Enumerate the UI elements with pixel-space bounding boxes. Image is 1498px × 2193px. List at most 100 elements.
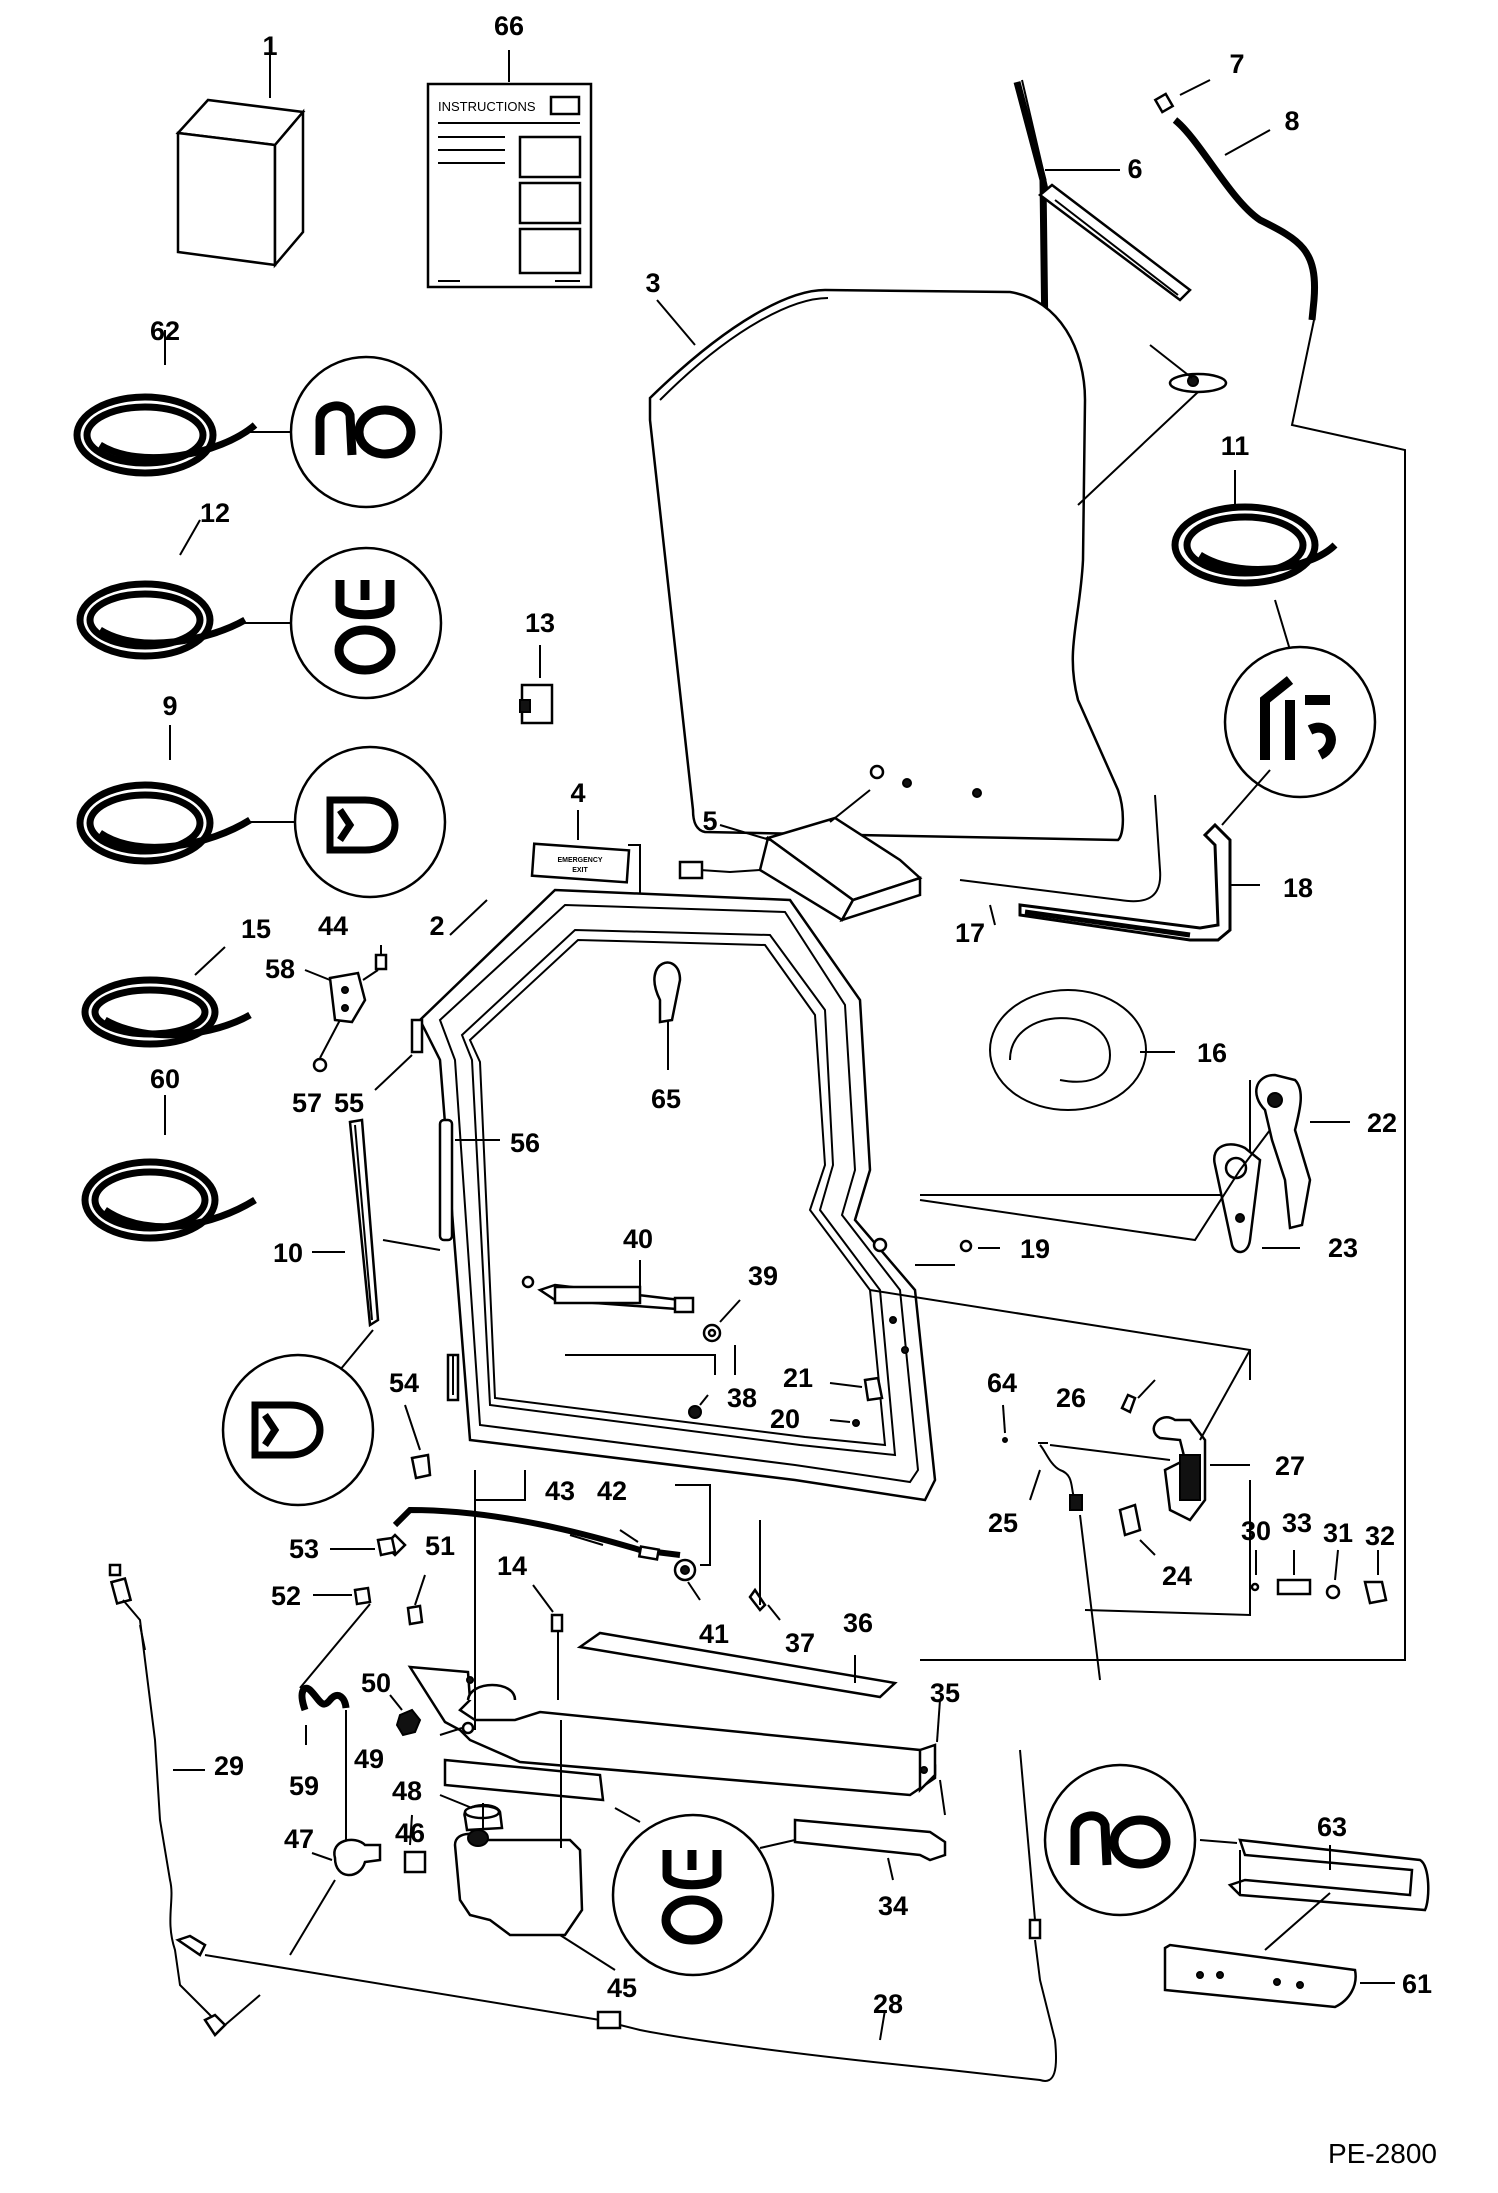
callout-54: 54 xyxy=(389,1368,419,1398)
part-bottom-pan xyxy=(407,1470,946,1816)
callout-27: 27 xyxy=(1275,1451,1305,1481)
callout-59: 59 xyxy=(289,1771,319,1801)
callout-48: 48 xyxy=(392,1776,422,1806)
callout-38: 38 xyxy=(727,1383,757,1413)
callout-6: 6 xyxy=(1127,154,1142,184)
part-gas-strut xyxy=(521,1239,1000,1427)
drawing-code: PE-2800 xyxy=(1328,2138,1437,2169)
callout-56: 56 xyxy=(510,1128,540,1158)
decal-line2: EXIT xyxy=(572,867,588,874)
coil-12 xyxy=(76,519,443,700)
callout-60: 60 xyxy=(150,1064,180,1094)
callout-24: 24 xyxy=(1162,1561,1192,1591)
part-wiper xyxy=(1013,79,1228,394)
callout-41: 41 xyxy=(699,1619,729,1649)
callout-33: 33 xyxy=(1282,1508,1312,1538)
part-clip xyxy=(404,1404,432,1480)
callout-37: 37 xyxy=(785,1628,815,1658)
part-glass xyxy=(648,288,1199,842)
callout-18: 18 xyxy=(1283,873,1313,903)
callout-45: 45 xyxy=(607,1973,637,2003)
callout-34: 34 xyxy=(878,1891,908,1921)
coil-15 xyxy=(81,946,252,1048)
part-seal-strips xyxy=(443,1758,947,1977)
part-switch xyxy=(519,645,554,725)
callout-35: 35 xyxy=(930,1678,960,1708)
callout-7: 7 xyxy=(1229,49,1244,79)
callout-39: 39 xyxy=(748,1261,778,1291)
part-washer-hose xyxy=(1153,79,1319,321)
callout-20: 20 xyxy=(770,1404,800,1434)
callout-31: 31 xyxy=(1323,1518,1353,1548)
part-hinge xyxy=(304,945,388,1073)
callout-55: 55 xyxy=(334,1088,364,1118)
callout-63: 63 xyxy=(1317,1812,1347,1842)
callout-47: 47 xyxy=(284,1824,314,1854)
callout-11: 11 xyxy=(1221,431,1250,461)
callout-52: 52 xyxy=(271,1581,301,1611)
callout-42: 42 xyxy=(597,1476,627,1506)
callout-9: 9 xyxy=(162,691,177,721)
callout-13: 13 xyxy=(525,608,555,638)
callout-36: 36 xyxy=(843,1608,873,1638)
part-channel xyxy=(221,1118,441,1507)
part-decal: EMERGENCY EXIT xyxy=(530,810,641,930)
callout-26: 26 xyxy=(1056,1383,1086,1413)
callout-15: 15 xyxy=(241,914,271,944)
callout-8: 8 xyxy=(1284,106,1299,136)
callout-66: 66 xyxy=(494,11,524,41)
part-latch xyxy=(1002,1349,1251,1681)
callout-29: 29 xyxy=(214,1751,244,1781)
part-nut-bolt xyxy=(389,1694,475,1737)
callout-50: 50 xyxy=(361,1668,391,1698)
part-pin-set xyxy=(1084,1480,1388,1617)
callout-4: 4 xyxy=(570,778,585,808)
part-strap xyxy=(653,961,682,1070)
callout-28: 28 xyxy=(873,1989,903,2019)
manual-title: INSTRUCTIONS xyxy=(438,99,536,114)
part-module xyxy=(678,789,923,923)
callout-2: 2 xyxy=(429,911,444,941)
coil-60 xyxy=(81,1095,257,1242)
part-handle-set xyxy=(1043,1763,1430,2009)
callout-22: 22 xyxy=(1367,1108,1397,1138)
part-box xyxy=(175,40,306,269)
callout-44: 44 xyxy=(318,911,348,941)
callout-17: 17 xyxy=(955,918,985,948)
callout-46: 46 xyxy=(395,1818,425,1848)
callout-62: 62 xyxy=(150,316,180,346)
callout-40: 40 xyxy=(623,1224,653,1254)
callout-3: 3 xyxy=(645,268,660,298)
part-seal-loop xyxy=(989,989,1175,1111)
callout-25: 25 xyxy=(988,1508,1018,1538)
callout-53: 53 xyxy=(289,1534,319,1564)
callout-51: 51 xyxy=(425,1531,455,1561)
coil-11 xyxy=(1171,470,1377,799)
callout-19: 19 xyxy=(1020,1234,1050,1264)
part-plate xyxy=(576,1631,898,1699)
callouts: 1 66 7 8 6 3 62 12 13 11 9 4 5 18 17 15 … xyxy=(150,11,1432,2019)
leader-lines xyxy=(920,319,1406,1661)
callout-1: 1 xyxy=(262,31,277,61)
decal-line1: EMERGENCY xyxy=(557,857,602,864)
part-reservoir xyxy=(289,1720,616,1971)
callout-64: 64 xyxy=(987,1368,1017,1398)
callout-43: 43 xyxy=(545,1476,575,1506)
callout-65: 65 xyxy=(651,1084,681,1114)
callout-32: 32 xyxy=(1365,1521,1395,1551)
callout-23: 23 xyxy=(1328,1233,1358,1263)
callout-10: 10 xyxy=(273,1238,303,1268)
callout-12: 12 xyxy=(200,498,230,528)
part-hinge-pins xyxy=(374,1018,500,1402)
part-harness-left xyxy=(108,1563,601,2037)
part-manual: INSTRUCTIONS xyxy=(426,50,593,289)
callout-14: 14 xyxy=(497,1551,527,1581)
callout-49: 49 xyxy=(354,1744,384,1774)
callout-30: 30 xyxy=(1241,1516,1271,1546)
callout-58: 58 xyxy=(265,954,295,984)
coil-9 xyxy=(76,725,447,899)
callout-21: 21 xyxy=(783,1363,813,1393)
callout-61: 61 xyxy=(1402,1969,1432,1999)
